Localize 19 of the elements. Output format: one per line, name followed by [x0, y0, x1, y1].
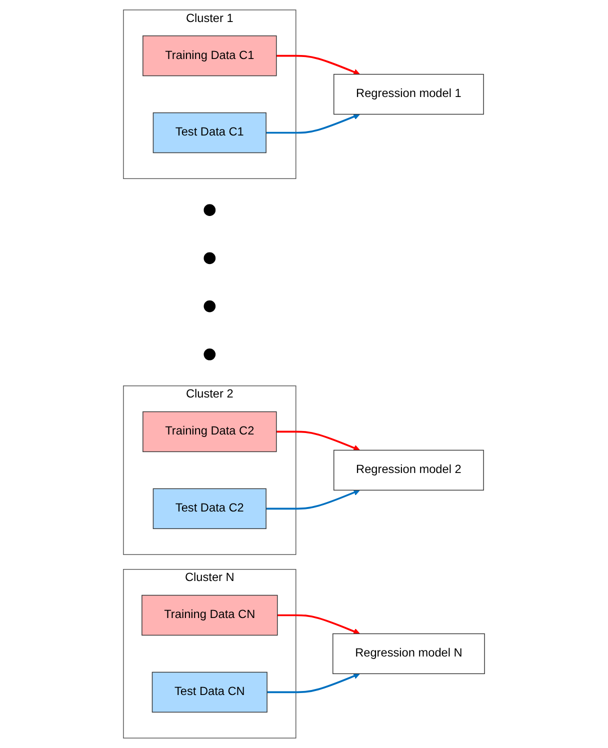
node-box: Training Data CN — [142, 594, 278, 636]
arrow — [266, 113, 360, 134]
node-box: Test Data C1 — [152, 112, 266, 154]
node-circle — [204, 348, 216, 360]
arrow — [276, 430, 360, 452]
arrow — [276, 54, 360, 76]
node-circle — [204, 252, 216, 264]
arrow — [277, 614, 360, 635]
node-circle — [204, 300, 216, 312]
node-box: Regression model 2 — [334, 450, 484, 491]
node-circle — [204, 204, 216, 216]
arrow — [266, 489, 360, 510]
node-box: Training Data C1 — [142, 35, 277, 76]
node-box: Training Data C2 — [142, 411, 277, 452]
node-box: Regression model 1 — [334, 74, 484, 115]
node-box: Test Data C2 — [152, 488, 266, 530]
node-box: Test Data CN — [152, 672, 268, 713]
arrow — [267, 672, 360, 694]
node-box: Regression model N — [332, 633, 485, 674]
